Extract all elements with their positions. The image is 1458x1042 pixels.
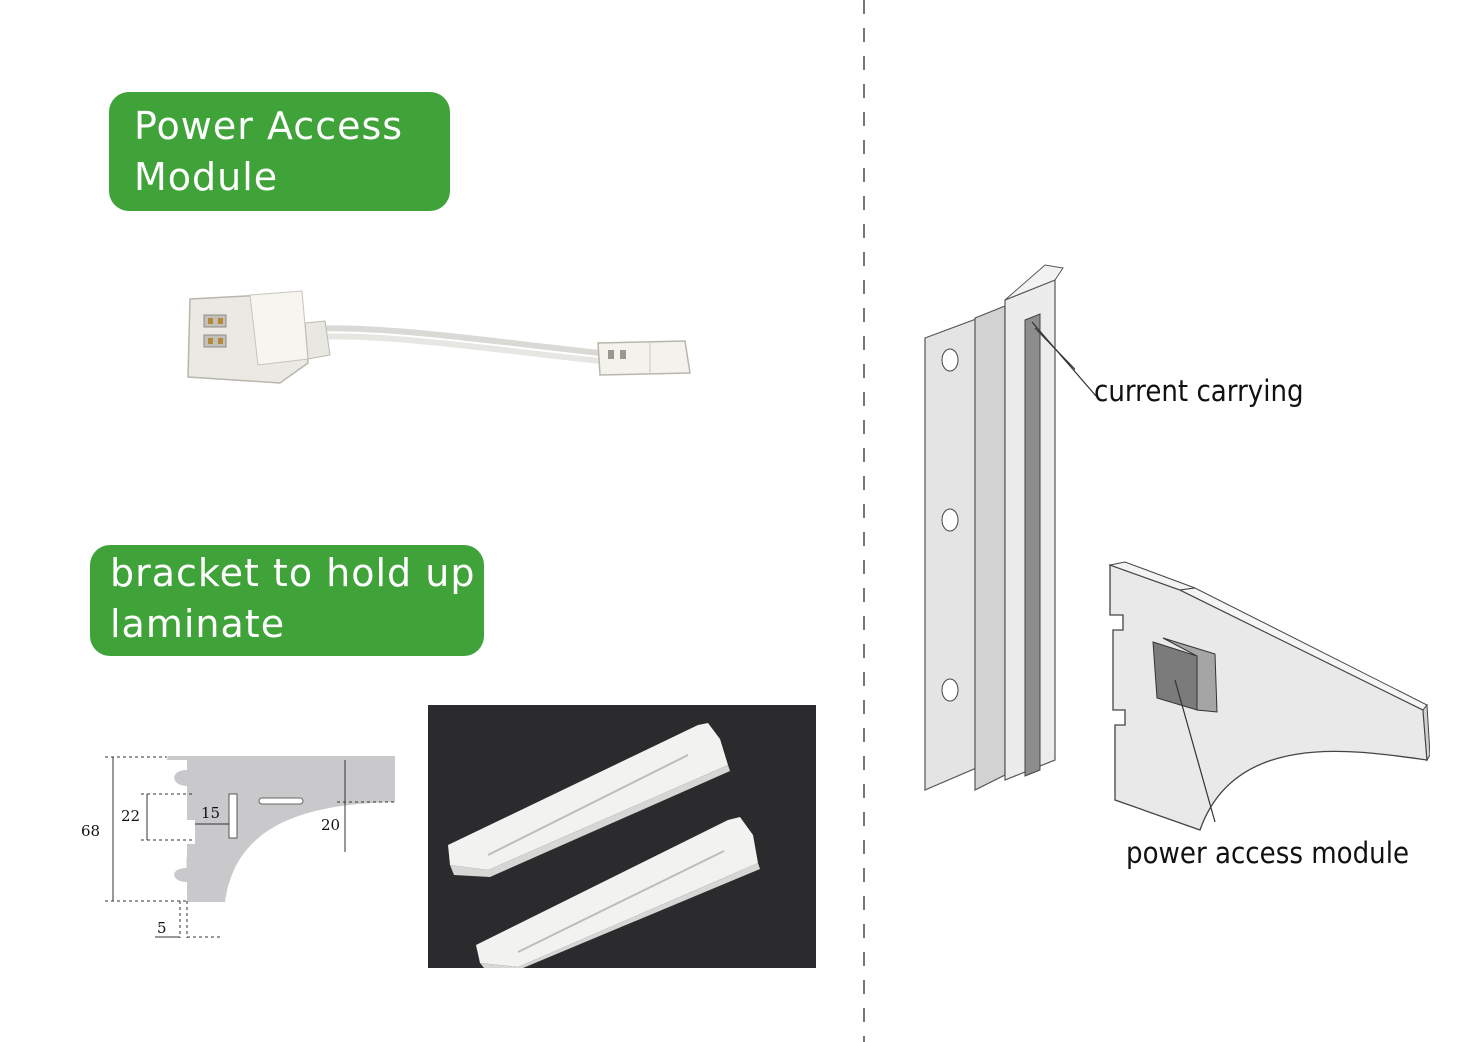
bracket-label-line1: bracket to hold up <box>110 551 476 595</box>
rail-illustration <box>924 264 1075 791</box>
bracket-photo <box>428 705 816 968</box>
power-access-module-label-line1: Power Access <box>134 104 404 148</box>
connector-cable-image <box>187 290 691 384</box>
current-carrying-callout: current carrying <box>1094 374 1304 408</box>
bracket-label-line2: laminate <box>110 602 286 646</box>
dim-arm-depth: 20 <box>321 816 340 834</box>
dim-slot-width: 15 <box>201 804 220 822</box>
bracket-drawing: 68 22 15 20 5 <box>81 756 395 938</box>
power-access-module-callout: power access module <box>1126 836 1410 870</box>
page-divider <box>863 0 865 1042</box>
power-access-module-label: Power Access Module <box>109 92 450 211</box>
current-carrying-leader-line <box>1031 321 1097 397</box>
dim-hook-offset: 5 <box>157 919 167 937</box>
bracket-module-illustration <box>1108 561 1430 831</box>
dim-height: 68 <box>81 822 100 840</box>
power-access-module-label-line2: Module <box>134 155 279 199</box>
dim-slot-height: 22 <box>121 807 140 825</box>
bracket-label: bracket to hold up laminate <box>90 545 484 656</box>
